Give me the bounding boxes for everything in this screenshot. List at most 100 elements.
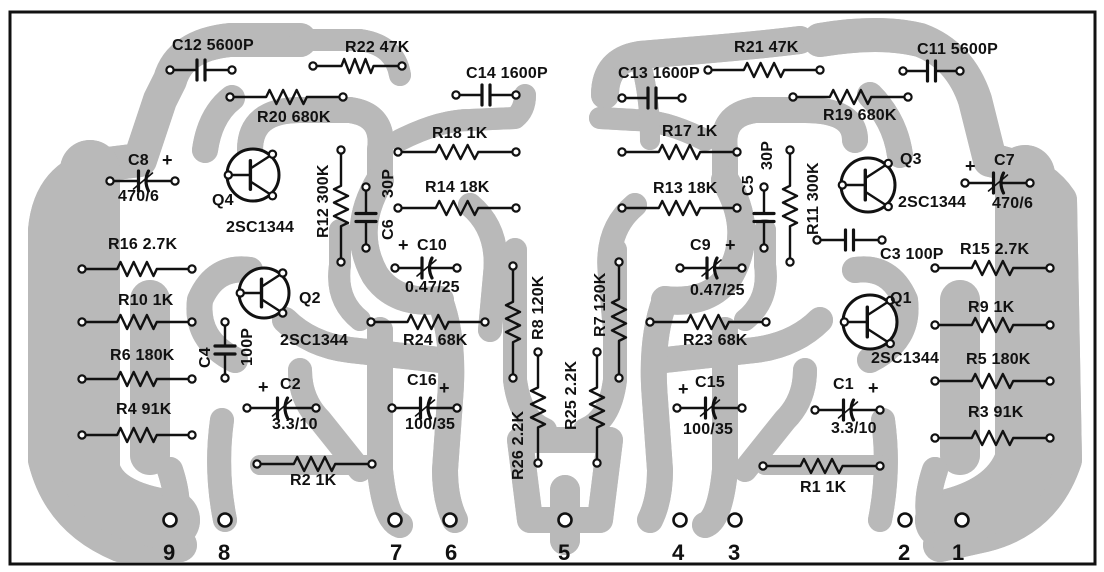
r1-b-pad: [875, 461, 885, 471]
c2-a-pad: [242, 403, 252, 413]
r11-b-pad: [785, 257, 795, 267]
c10-plate-b: [427, 256, 434, 280]
r15-symbol: [930, 259, 1055, 277]
r6-b-pad: [187, 374, 197, 384]
terminal-pad-9: [162, 512, 178, 528]
r18-a-pad: [393, 147, 403, 157]
c14-b-pad: [511, 90, 521, 100]
r11-symbol: [781, 145, 799, 267]
q3-c-pad: [883, 158, 893, 169]
c10-a-pad: [390, 263, 400, 273]
r6-a-pad: [77, 374, 87, 384]
r16-b-pad: [187, 264, 197, 274]
r1-symbol: [758, 457, 885, 475]
c12-symbol: [165, 58, 237, 82]
terminal-pad-2: [897, 512, 913, 528]
r20-zigzag: [228, 88, 345, 106]
c7-b-pad: [1025, 178, 1035, 188]
r5-a-pad: [930, 376, 940, 386]
r23-zigzag: [648, 313, 768, 331]
r15-zigzag: [933, 259, 1052, 277]
r7-symbol: [610, 257, 628, 383]
c16-a-pad: [387, 403, 397, 413]
r25-b-pad: [592, 458, 602, 468]
r4-a-pad: [77, 430, 87, 440]
r7-zigzag: [610, 260, 628, 380]
r11-zigzag: [781, 148, 799, 264]
r26-a-pad: [533, 347, 543, 357]
r18-b-pad: [511, 147, 521, 157]
r16-symbol: [77, 260, 197, 278]
q3-e-pad: [883, 201, 893, 212]
board-border: [8, 10, 1097, 566]
c11-symbol: [898, 59, 965, 83]
c10-symbol: [390, 256, 462, 280]
c3-a-pad: [812, 235, 822, 245]
c14-a-pad: [451, 90, 461, 100]
c11-b-pad: [955, 66, 965, 76]
r10-a-pad: [77, 317, 87, 327]
r7-a-pad: [614, 257, 624, 267]
c13-a-pad: [617, 93, 627, 103]
c10-b-pad: [452, 263, 462, 273]
c15-slash: [699, 399, 721, 417]
c1-slash: [837, 401, 859, 419]
r10-symbol: [77, 313, 197, 331]
r24-zigzag: [369, 313, 487, 331]
terminal-pad-3: [727, 512, 743, 528]
r17-zigzag: [620, 143, 739, 161]
r3-a-pad: [930, 433, 940, 443]
c7-slash: [987, 174, 1009, 192]
r3-symbol: [930, 429, 1055, 447]
r1-zigzag: [761, 457, 882, 475]
c1-symbol: [810, 398, 885, 422]
r18-symbol: [393, 143, 521, 161]
c4-a-pad: [220, 317, 230, 327]
r22-zigzag: [311, 57, 404, 75]
r13-symbol: [617, 199, 742, 217]
q2-c-pad: [278, 268, 288, 278]
r14-b-pad: [511, 203, 521, 213]
c8-slash: [132, 172, 154, 190]
c6-b-pad: [361, 243, 371, 253]
r21-b-pad: [815, 65, 825, 75]
c8-b-pad: [170, 176, 180, 186]
r12-symbol: [332, 145, 350, 267]
r8-symbol: [504, 261, 522, 383]
r5-b-pad: [1045, 376, 1055, 386]
q2-b-pad: [235, 288, 245, 298]
r22-a-pad: [308, 61, 318, 71]
r9-zigzag: [933, 316, 1052, 334]
c3-symbol: [812, 228, 887, 252]
r3-b-pad: [1045, 433, 1055, 443]
r5-symbol: [930, 372, 1055, 390]
r9-symbol: [930, 316, 1055, 334]
c9-plate-b: [712, 256, 719, 280]
r4-b-pad: [187, 430, 197, 440]
terminal-pad-4: [672, 512, 688, 528]
r12-zigzag: [332, 148, 350, 264]
c10-slash: [416, 259, 437, 277]
c14-symbol: [451, 83, 521, 107]
r13-zigzag: [620, 199, 739, 217]
r19-zigzag: [791, 88, 910, 106]
r24-symbol: [366, 313, 490, 331]
c9-symbol: [675, 256, 747, 280]
c1-plate-b: [849, 398, 856, 422]
c16-symbol: [387, 396, 462, 420]
r19-a-pad: [788, 92, 798, 102]
r20-a-pad: [225, 92, 235, 102]
terminal-pads: [162, 512, 970, 528]
c1-b-pad: [875, 405, 885, 415]
q3-symbol: [837, 156, 897, 214]
c7-plate-b: [999, 171, 1006, 195]
r21-symbol: [703, 61, 825, 79]
r10-b-pad: [187, 317, 197, 327]
r19-symbol: [788, 88, 913, 106]
c11-a-pad: [898, 66, 908, 76]
c16-slash: [414, 399, 436, 417]
r24-a-pad: [366, 317, 376, 327]
q4-b-pad: [223, 170, 233, 180]
q1-symbol: [839, 293, 899, 351]
c2-slash: [271, 399, 293, 417]
